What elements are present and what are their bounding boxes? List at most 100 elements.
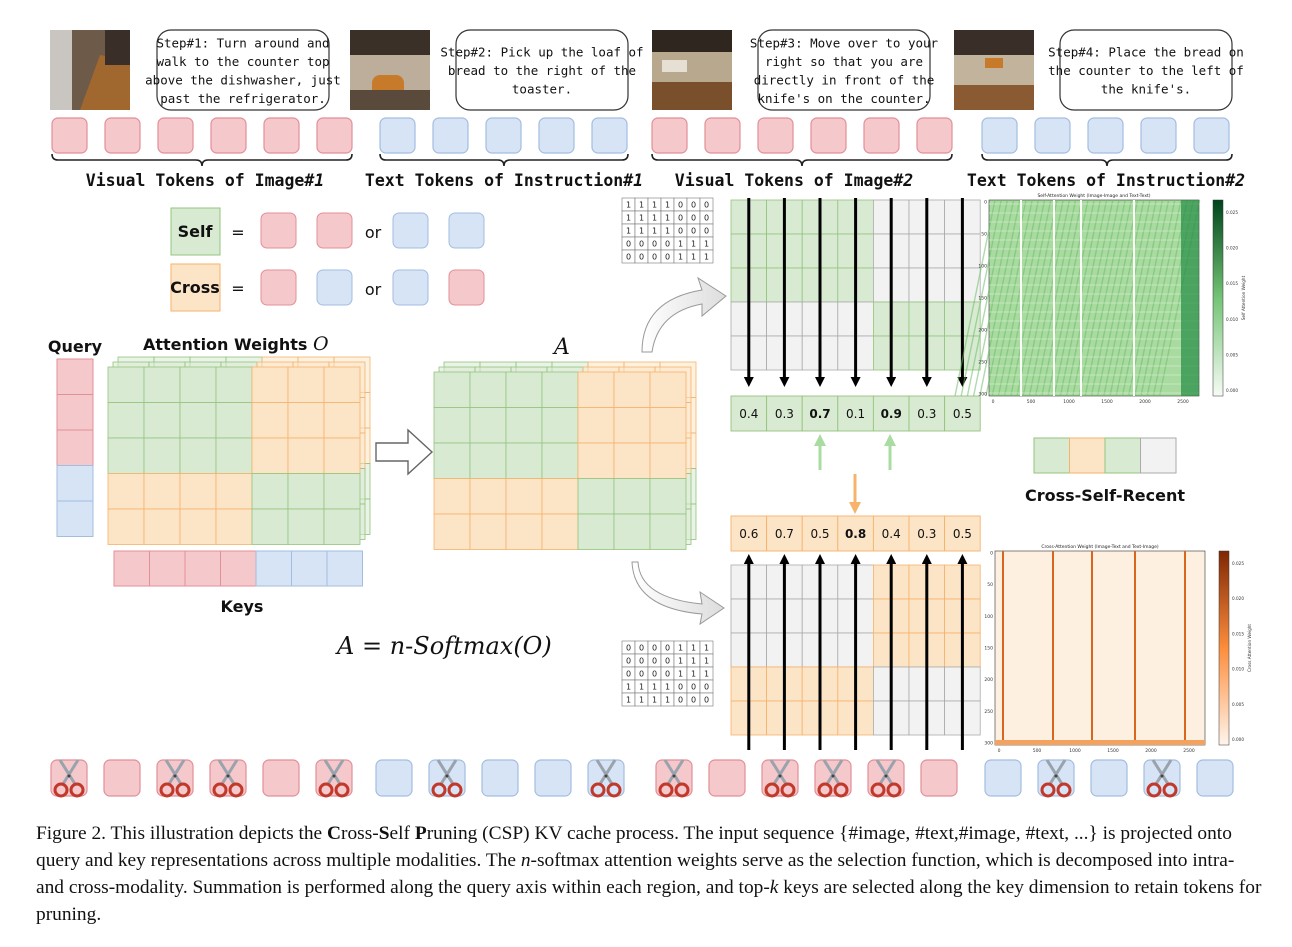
normalized-attention-matrix-cell [541, 478, 579, 515]
self-score-value: 0.5 [953, 407, 972, 421]
step-text-line: the knife's. [1101, 82, 1191, 97]
scissors-handle [447, 782, 463, 798]
scissors-handle [318, 782, 334, 798]
mask-value: 1 [678, 253, 683, 262]
mask-value: 1 [678, 657, 683, 666]
scissors-pivot [1054, 774, 1058, 778]
kept-token [920, 759, 958, 797]
x-tick-label: 1500 [1107, 748, 1119, 754]
scissors-pivot [445, 774, 449, 778]
step-text-line: bread to the right of the [448, 63, 636, 78]
token-square [481, 759, 519, 797]
colorbar-tick: 0.015 [1226, 281, 1238, 286]
mask-value: 0 [665, 644, 670, 653]
heatmap-band [1053, 199, 1095, 397]
heatmap-band [1121, 199, 1164, 397]
cross-score-value: 0.7 [775, 527, 794, 541]
normalized-attention-matrix-cell [613, 442, 651, 479]
y-tick-label: 200 [984, 677, 993, 683]
cross-score-cell [908, 515, 946, 552]
text-token [379, 117, 416, 154]
self-attention-heatmap-colorbar [1212, 199, 1224, 397]
pruned-token [315, 759, 353, 798]
kept-token [708, 759, 746, 797]
scissors-blade [663, 759, 682, 785]
self-score-value: 0.4 [739, 407, 758, 421]
scissors-handle [674, 782, 690, 798]
step-text-line: Step#1: Turn around and [156, 35, 329, 50]
scissors-blade [323, 759, 342, 785]
mask-value: 1 [639, 214, 644, 223]
y-tick-label: 300 [984, 741, 993, 747]
scissors-blade [598, 759, 617, 785]
token-square [534, 759, 572, 797]
token-square [867, 759, 905, 797]
heatmap-band [979, 199, 1021, 397]
cross-score-cell [801, 515, 839, 552]
attention-weights-matrix-cell [215, 402, 253, 439]
attention-weights-matrix-cell [215, 366, 253, 403]
mask-value: 1 [704, 240, 709, 249]
y-tick-label: 250 [978, 360, 987, 366]
self-score-cell [801, 395, 839, 432]
heatmap-band [1096, 199, 1139, 397]
mask-value: 0 [639, 253, 644, 262]
heatmap-band [1072, 199, 1114, 397]
mask-value: 0 [665, 253, 670, 262]
heatmap-band [1109, 199, 1151, 397]
csr-legend-cell [1033, 437, 1070, 474]
heatmap-band [972, 199, 1015, 397]
normalized-attention-matrix-cell [649, 513, 687, 550]
y-tick-label: 300 [978, 392, 987, 398]
kept-token [103, 759, 141, 797]
scissors-blade [772, 759, 791, 785]
mask-value: 1 [665, 214, 670, 223]
normalized-attention-matrix-cell [541, 371, 579, 408]
visual-token [757, 117, 794, 154]
scissors-handle [886, 782, 902, 798]
scissors-handle [228, 782, 244, 798]
normalized-attention-matrix-cell [433, 513, 471, 550]
group-label-suffix: #1 [303, 171, 324, 190]
normalized-attention-matrix-cell [649, 478, 687, 515]
heatmap-band [1134, 199, 1176, 397]
normalized-attention-matrix-cell [541, 513, 579, 550]
step-text-line: knife's on the counter. [757, 91, 930, 106]
mask-value: 1 [665, 696, 670, 705]
attention-weights-matrix-cell [143, 402, 181, 439]
heatmap-band [966, 199, 1009, 397]
self-score-value: 0.7 [809, 407, 830, 421]
key-token [149, 550, 186, 587]
pruned-token [1143, 759, 1181, 798]
csr-legend-cell [1104, 437, 1141, 474]
normalized-attention-matrix-cell [469, 478, 507, 515]
token-square [50, 759, 88, 797]
normalized-attention-matrix-cell [613, 513, 651, 550]
legend-token [316, 212, 353, 249]
scissors-icon [764, 759, 796, 798]
scissors-icon [1040, 759, 1072, 798]
x-tick-label: 1000 [1063, 399, 1075, 405]
legend-token [392, 212, 429, 249]
scissors-pivot [604, 774, 608, 778]
self-score-cell [766, 395, 803, 432]
mask-value: 1 [652, 696, 657, 705]
self-legend-label: Self [178, 222, 214, 241]
mask-value: 1 [691, 240, 696, 249]
scissors-blade [769, 759, 788, 785]
attention-weights-matrix-cell [287, 473, 325, 510]
group-brace [651, 153, 953, 167]
formula-part: A = [335, 632, 390, 660]
attention-weights-matrix-cell [143, 473, 181, 510]
scissors-blade [439, 759, 458, 785]
normalized-attention-matrix-cell [649, 407, 687, 444]
self-legend-box [170, 207, 221, 256]
scissors-blade [61, 759, 80, 785]
normalized-attention-matrix-cell [613, 407, 651, 444]
text-token [1087, 117, 1124, 154]
or-label: or [365, 280, 382, 299]
scissors-handle [658, 782, 674, 798]
token-square [103, 759, 141, 797]
normalized-attention-matrix-cell [469, 513, 507, 550]
scissors-handle [69, 782, 85, 798]
